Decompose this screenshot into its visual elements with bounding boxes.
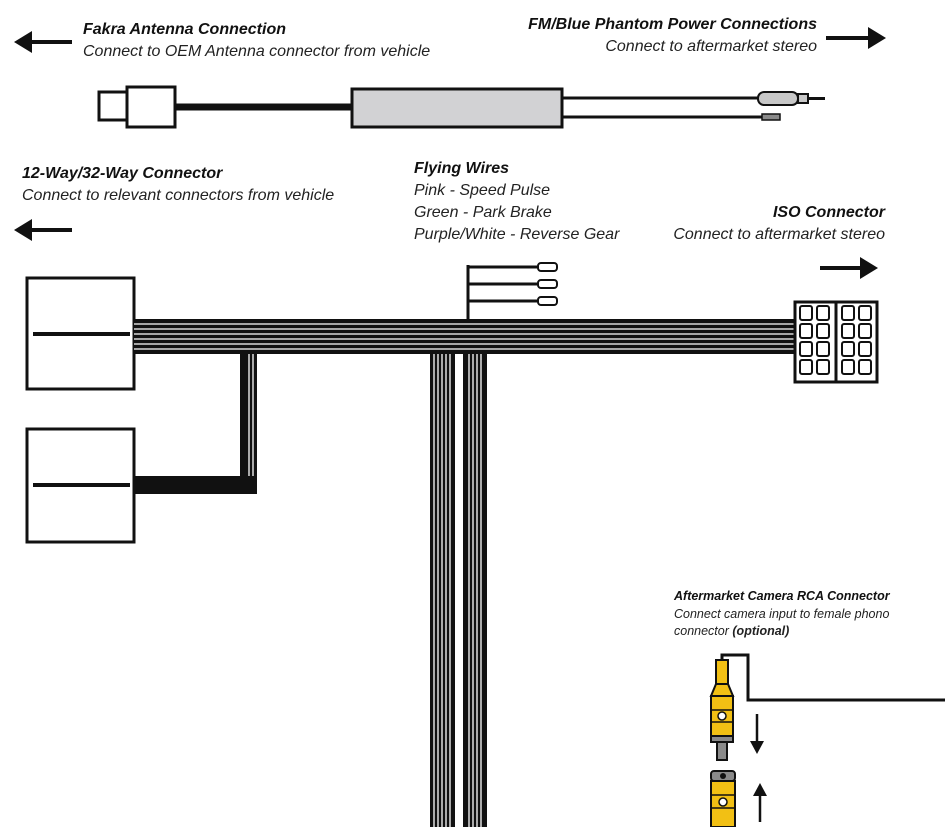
way-connector-title: 12-Way/32-Way Connector <box>22 165 223 182</box>
iso-title: ISO Connector <box>772 204 885 221</box>
vehicle-connector-upper <box>25 276 136 391</box>
arrow-right-fm <box>826 27 886 49</box>
arrow-left-12way <box>14 219 72 241</box>
arrow-left-fakra <box>14 31 72 53</box>
vertical-harness <box>430 354 487 827</box>
arrow-up-camera <box>753 783 767 822</box>
flying-wire-pink: Pink - Speed Pulse <box>414 182 551 199</box>
camera-rca-cable <box>720 653 945 702</box>
arrow-down-camera <box>750 714 764 754</box>
arrow-right-iso <box>820 257 878 279</box>
vehicle-connector-lower <box>25 427 136 544</box>
lower-connector-branch <box>134 354 257 494</box>
camera-optional-label: (optional) <box>732 624 790 638</box>
antenna-amplifier-box <box>350 87 564 129</box>
flying-wires-title: Flying Wires <box>414 160 509 177</box>
camera-subtitle-line2: connector (optional) <box>674 624 789 638</box>
flying-wires <box>466 262 558 319</box>
way-connector-subtitle: Connect to relevant connectors from vehi… <box>22 187 335 204</box>
main-harness <box>134 319 796 354</box>
flying-wire-purple: Purple/White - Reverse Gear <box>414 226 620 243</box>
iso-connector <box>793 300 879 384</box>
antenna-plug <box>757 91 799 106</box>
fakra-antenna-cable <box>97 85 825 129</box>
fakra-title: Fakra Antenna Connection <box>83 21 286 38</box>
fm-blue-title: FM/Blue Phantom Power Connections <box>528 16 817 33</box>
fm-blue-subtitle: Connect to aftermarket stereo <box>605 38 817 55</box>
rca-male-plug <box>709 659 735 761</box>
camera-subtitle-connector: connector <box>674 624 729 638</box>
fakra-subtitle: Connect to OEM Antenna connector from ve… <box>83 43 431 60</box>
iso-subtitle: Connect to aftermarket stereo <box>673 226 885 243</box>
camera-subtitle-line1: Connect camera input to female phono <box>674 607 890 621</box>
flying-wire-green: Green - Park Brake <box>414 204 552 221</box>
rca-female-plug <box>710 770 736 827</box>
camera-title: Aftermarket Camera RCA Connector <box>674 589 890 603</box>
